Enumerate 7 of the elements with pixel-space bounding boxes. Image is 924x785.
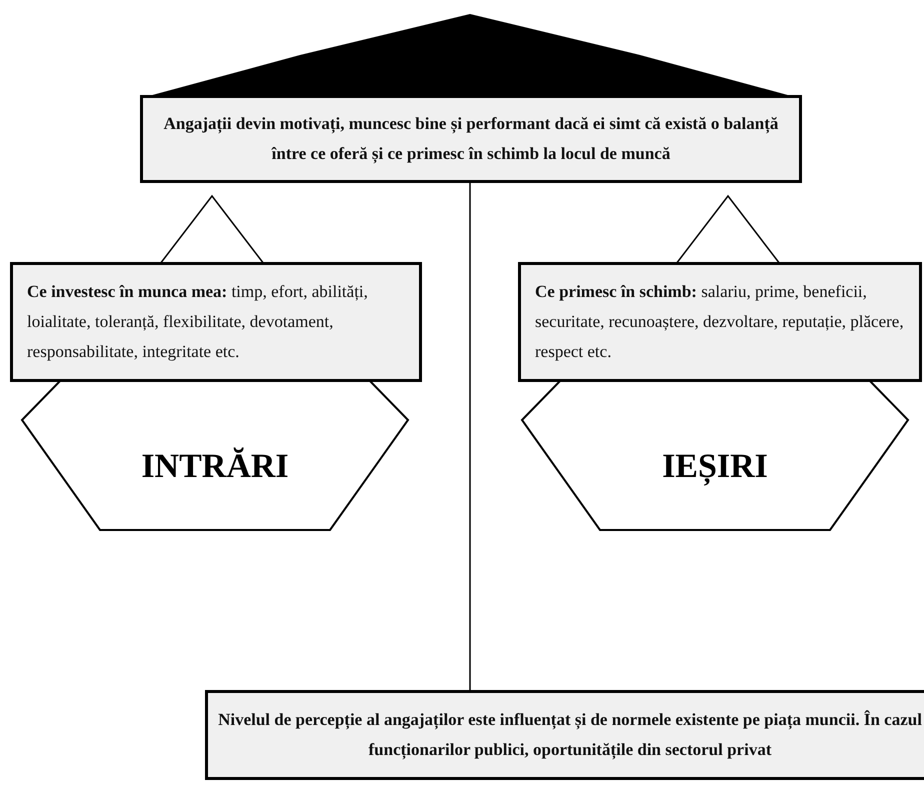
connector-line (469, 183, 471, 690)
text-box: Ce investesc în munca mea: timp, efort, abilități, loialitate, toleranță, flexibilitate, devotament, responsabilitate, integritate etc. (10, 262, 422, 382)
text-box: Ce primesc în schimb: salariu, prime, beneficii, securitate, recunoaștere, dezvoltare, reputație, plăcere, respect etc. (518, 262, 922, 382)
text-box: Angajații devin motivați, muncesc bine și performant dacă ei simt că există o balanță între ce oferă și ce primesc în schimb la locul de muncă (140, 95, 802, 183)
pan-label: INTRĂRI (140, 448, 290, 486)
pan-label: IEȘIRI (661, 448, 769, 486)
text-box: Nivelul de percepție al angajaților este influențat și de normele existente pe piața muncii. În cazul funcționarilor publici, oportunitățile din sectorul privat (205, 690, 924, 780)
